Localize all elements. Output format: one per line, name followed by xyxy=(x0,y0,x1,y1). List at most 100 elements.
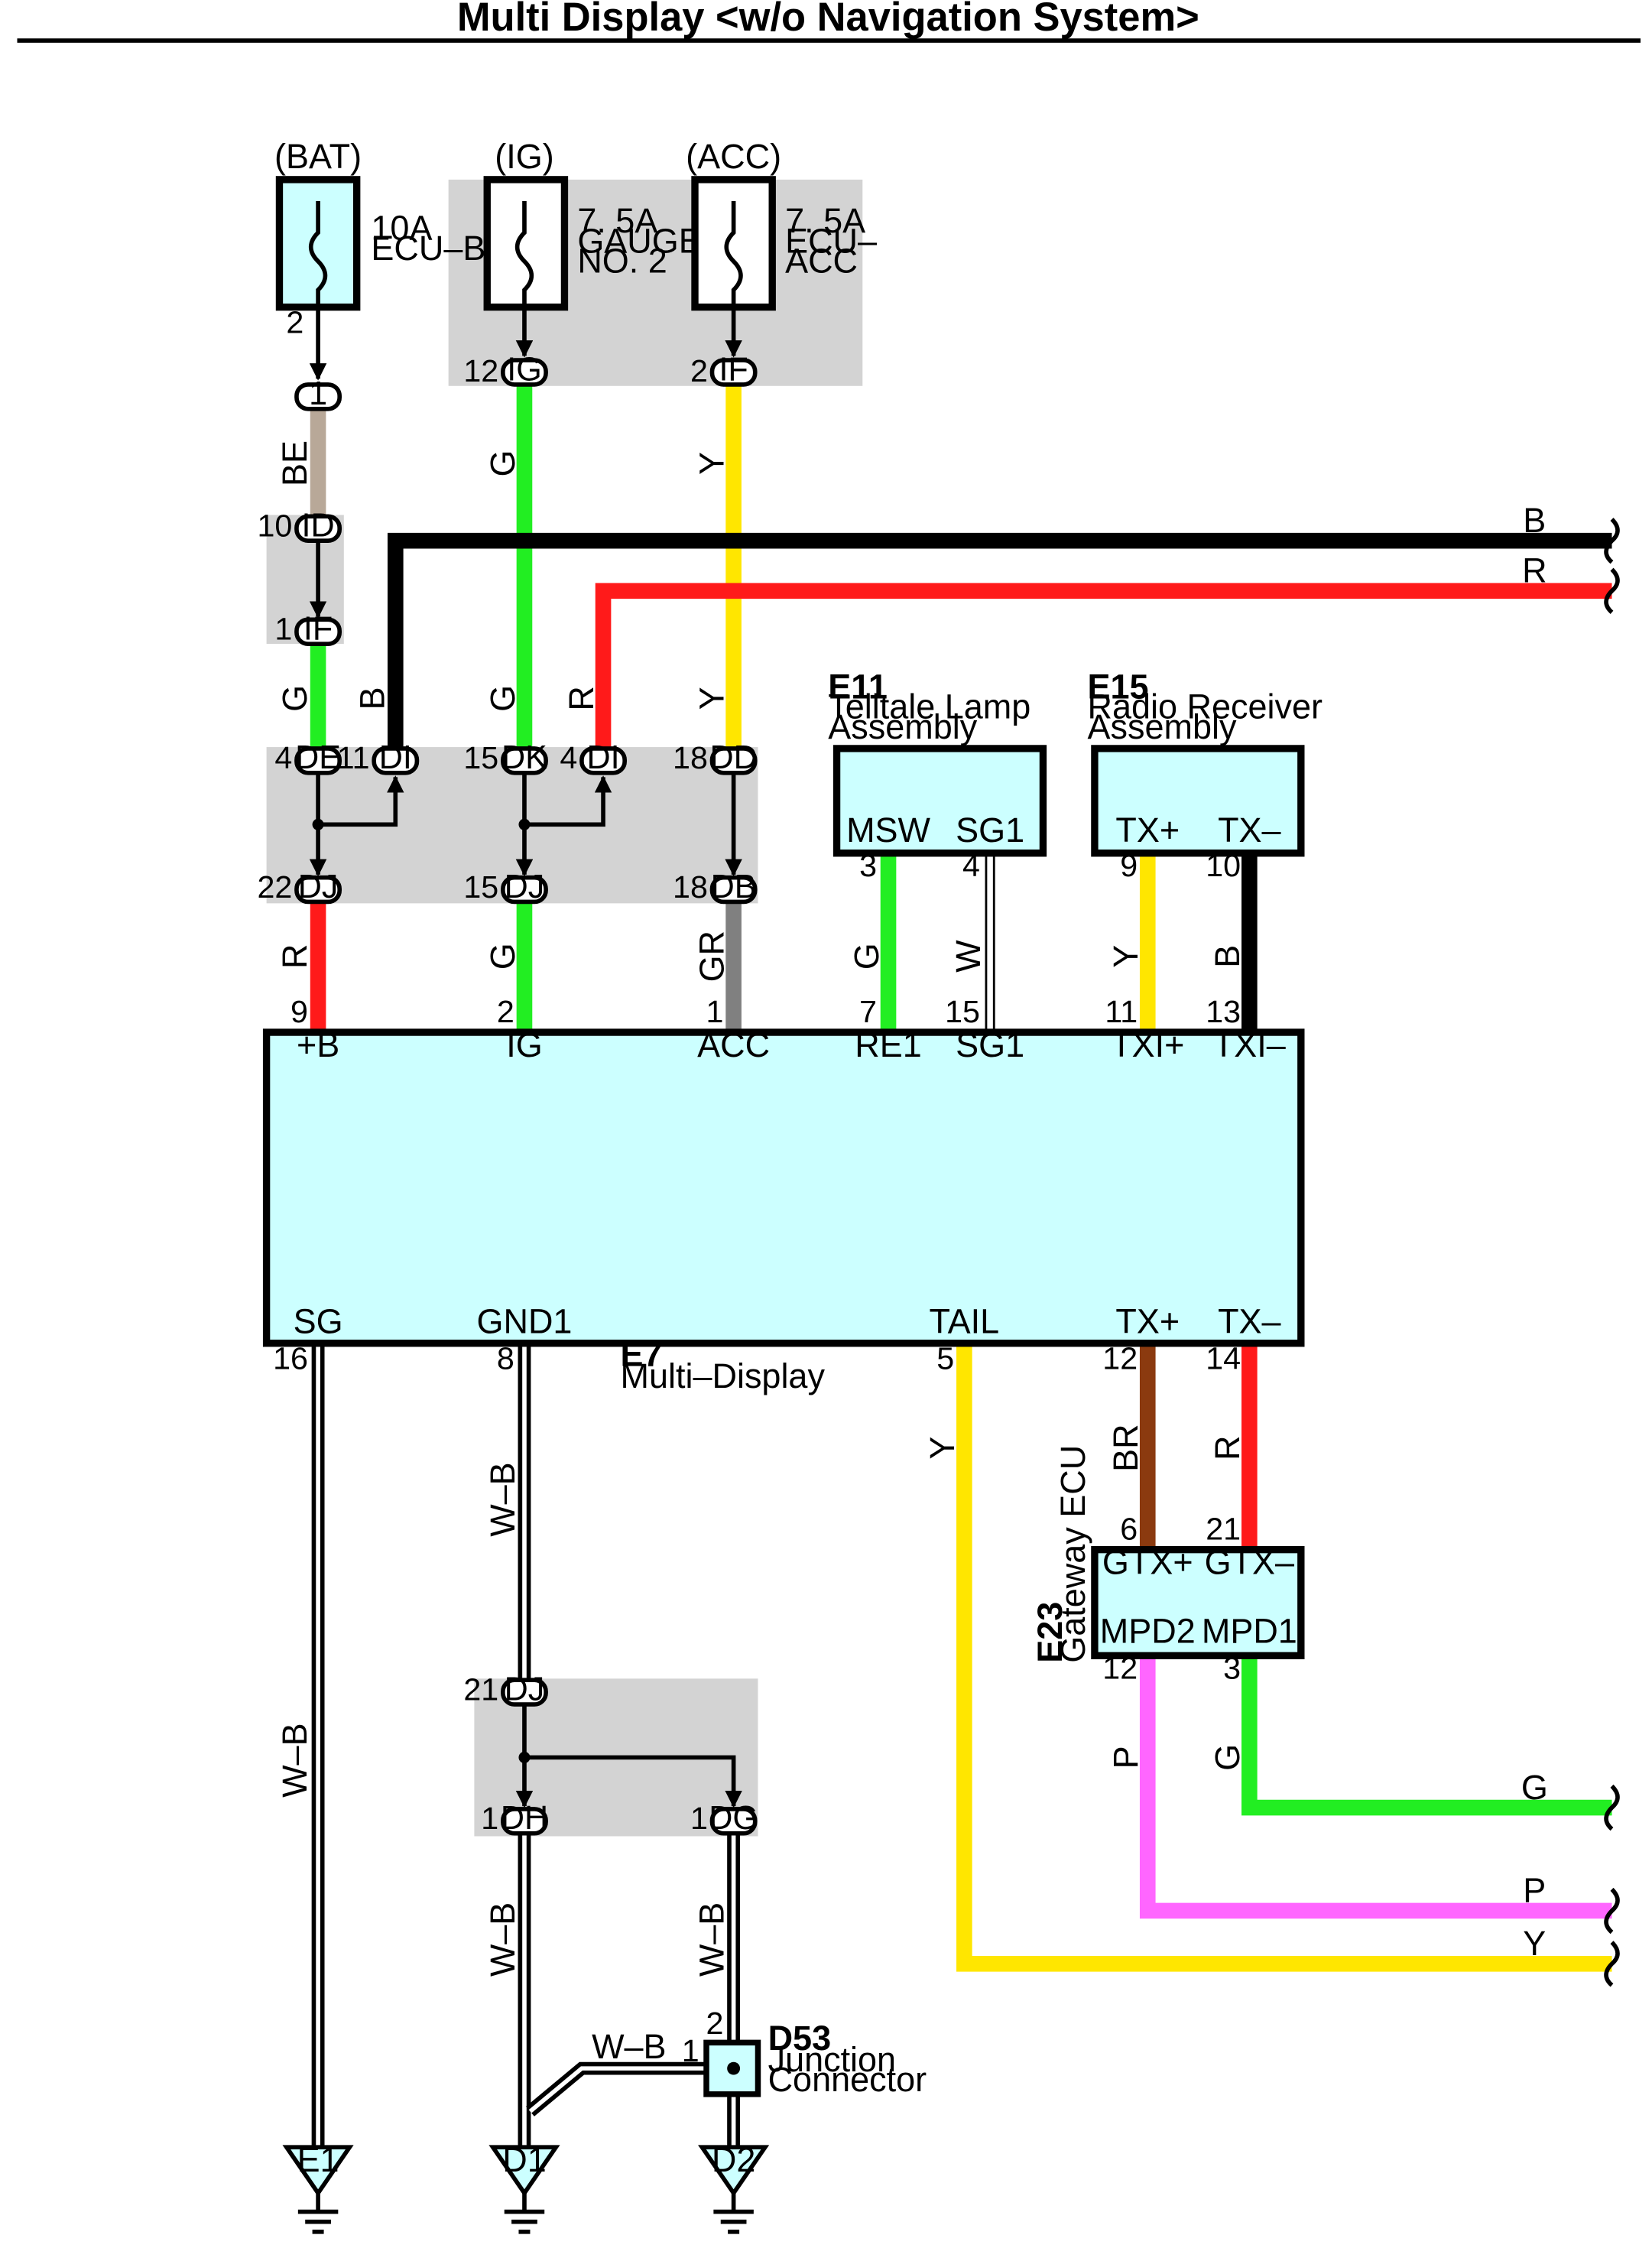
fuse-acc-icon xyxy=(724,200,743,307)
wire-label-r-txm: R xyxy=(1208,1435,1247,1460)
e23-num-6: 6 xyxy=(1120,1512,1138,1547)
wire-label-g-dj: G xyxy=(483,943,522,970)
e7-bottom-num-14: 14 xyxy=(1206,1340,1241,1376)
connector-dj21-id: DJ xyxy=(505,1671,545,1707)
d53-pin-top: 2 xyxy=(706,2006,724,2041)
connector-dk15: DK 15 xyxy=(463,739,548,776)
wire-label-b-top: B xyxy=(1523,501,1546,540)
junction-dot-dj xyxy=(518,1751,531,1763)
wire-wb-d53-fill xyxy=(528,2066,707,2113)
connector-di4-pin: 4 xyxy=(560,740,577,775)
e15-pin-txm: TX– xyxy=(1218,811,1280,849)
wire-label-p-end: P xyxy=(1523,1871,1546,1910)
connector-db18-pin: 18 xyxy=(673,869,708,905)
wire-g-end-break xyxy=(1604,1784,1620,1831)
wire-label-g-if: G xyxy=(275,685,314,712)
e7-pin-sg1: SG1 xyxy=(956,1025,1024,1064)
e11-code: E11 xyxy=(828,667,888,706)
junction-dot-de xyxy=(312,818,324,830)
wire-p-end-break xyxy=(1604,1887,1620,1935)
e7-top-num-11: 11 xyxy=(1105,994,1138,1029)
fuse-acc-out-pin: 2 xyxy=(690,353,708,388)
connector-dj22-pin: 22 xyxy=(257,869,292,905)
e23-num-21: 21 xyxy=(1206,1512,1241,1547)
wire-r-bus xyxy=(595,583,1612,748)
e11-pin-num-3: 3 xyxy=(859,848,877,883)
fuse-acc-rating: 7. 5A xyxy=(785,201,865,240)
e15-pin-num-10: 10 xyxy=(1206,848,1241,883)
e7-bottom-num-5: 5 xyxy=(936,1340,954,1376)
e7-top-num-2: 2 xyxy=(497,994,514,1029)
connector-dj22-id: DJ xyxy=(298,869,339,905)
e7-pin-txi-minus: TXI– xyxy=(1213,1025,1286,1064)
e7-pin-tx-plus: TX+ xyxy=(1115,1302,1180,1341)
wire-label-wb-dh: W–B xyxy=(483,1902,522,1977)
fuse-ig-out-pin: 12 xyxy=(463,353,498,388)
connector-db18: DB 18 xyxy=(673,869,758,905)
e7-pin-txi-plus: TXI+ xyxy=(1111,1025,1184,1064)
connector-db18-id: DB xyxy=(711,869,757,905)
e7-multi-display-box xyxy=(262,1028,1305,1347)
e7-top-pins: +B IG ACC RE1 SG1 TXI+ TXI– xyxy=(297,1025,1286,1064)
wire-label-wb-dg: W–B xyxy=(692,1902,731,1977)
wire-label-wb-gnd1: W–B xyxy=(483,1462,522,1536)
wire-label-y-tail: Y xyxy=(923,1437,962,1460)
ground-d2-label: D2 xyxy=(712,2140,756,2179)
e15-name-2: Assembly xyxy=(1088,707,1237,746)
wire-label-y-acc: Y xyxy=(692,452,731,475)
e7-bottom-num-16: 16 xyxy=(273,1340,308,1376)
e7-code: E7 xyxy=(621,1335,663,1374)
fuse-ig-out-conn: IG xyxy=(507,351,542,388)
connector-dd18-id: DD xyxy=(709,739,757,776)
ground-e1-icon xyxy=(282,2145,354,2234)
connector-di4-id: DI xyxy=(587,739,620,776)
wire-label-w-sg1: W xyxy=(949,940,988,973)
fuse-acc-out-conn: IF xyxy=(719,351,748,388)
wire-label-g-ig: G xyxy=(483,450,522,476)
e7-top-num-1: 1 xyxy=(706,994,724,1029)
wire-label-g-mpd1: G xyxy=(1208,1744,1247,1771)
d53-name-1: Junction xyxy=(768,2040,897,2079)
connector-dg1-pin: 1 xyxy=(690,1801,708,1836)
wire-b-bus xyxy=(387,532,1612,748)
fuse-ig-out-conn-shape xyxy=(501,358,548,387)
e7-top-pin-numbers: 9 2 1 7 15 11 13 xyxy=(290,994,1241,1029)
connector-dk15-id: DK xyxy=(501,739,547,776)
connector-if1-pin: 1 xyxy=(274,612,292,647)
e7-top-num-15: 15 xyxy=(945,994,980,1029)
junction-dot-dk xyxy=(518,818,531,830)
connector-if1-id: IF xyxy=(303,611,333,648)
connector-id10: ID 10 xyxy=(257,508,342,544)
d53-name-2: Connector xyxy=(768,2060,927,2099)
wire-r-end-break xyxy=(1604,567,1620,615)
e7-pin-plus-b: +B xyxy=(297,1025,339,1064)
e23-gateway-box xyxy=(1091,1545,1305,1660)
e23-pin-gtx-minus: GTX– xyxy=(1205,1543,1294,1582)
e7-bottom-num-12: 12 xyxy=(1102,1340,1138,1376)
connector-dg1-id: DG xyxy=(709,1800,758,1837)
wire-label-br-txp: BR xyxy=(1106,1424,1145,1471)
connector-dj15: DJ 15 xyxy=(463,869,548,905)
e23-pin-mpd1: MPD1 xyxy=(1202,1611,1297,1650)
connector-di11: DI 11 xyxy=(337,739,420,776)
wire-label-y-dd: Y xyxy=(692,687,731,710)
connector-di11-pin: 11 xyxy=(337,740,370,775)
junction-link-di4 xyxy=(524,775,612,827)
connector-dj15-pin: 15 xyxy=(463,869,498,905)
connector-dj21: DJ 21 xyxy=(463,1671,548,1707)
ground-d1-label: D1 xyxy=(502,2140,547,2179)
e7-top-num-9: 9 xyxy=(290,994,308,1029)
e7-pin-sg: SG xyxy=(294,1302,343,1341)
fuse-ig-supply: (IG) xyxy=(495,137,553,176)
ground-e1-label: E1 xyxy=(297,2140,339,2179)
e7-pin-ig: IG xyxy=(506,1025,542,1064)
e7-top-num-13: 13 xyxy=(1206,994,1241,1029)
fuse-acc-supply: (ACC) xyxy=(686,137,781,176)
fuse-bat-rating: 10A xyxy=(371,209,432,248)
fuse-ig-rating: 7. 5A xyxy=(577,201,657,240)
fuse-bat-out-pin: 2 xyxy=(286,304,303,339)
wire-g-mpd1 xyxy=(1241,1655,1612,1816)
wire-label-y-txp: Y xyxy=(1106,945,1145,968)
wire-label-g-dk: G xyxy=(483,685,522,712)
fuse-bat-icon xyxy=(308,200,328,307)
